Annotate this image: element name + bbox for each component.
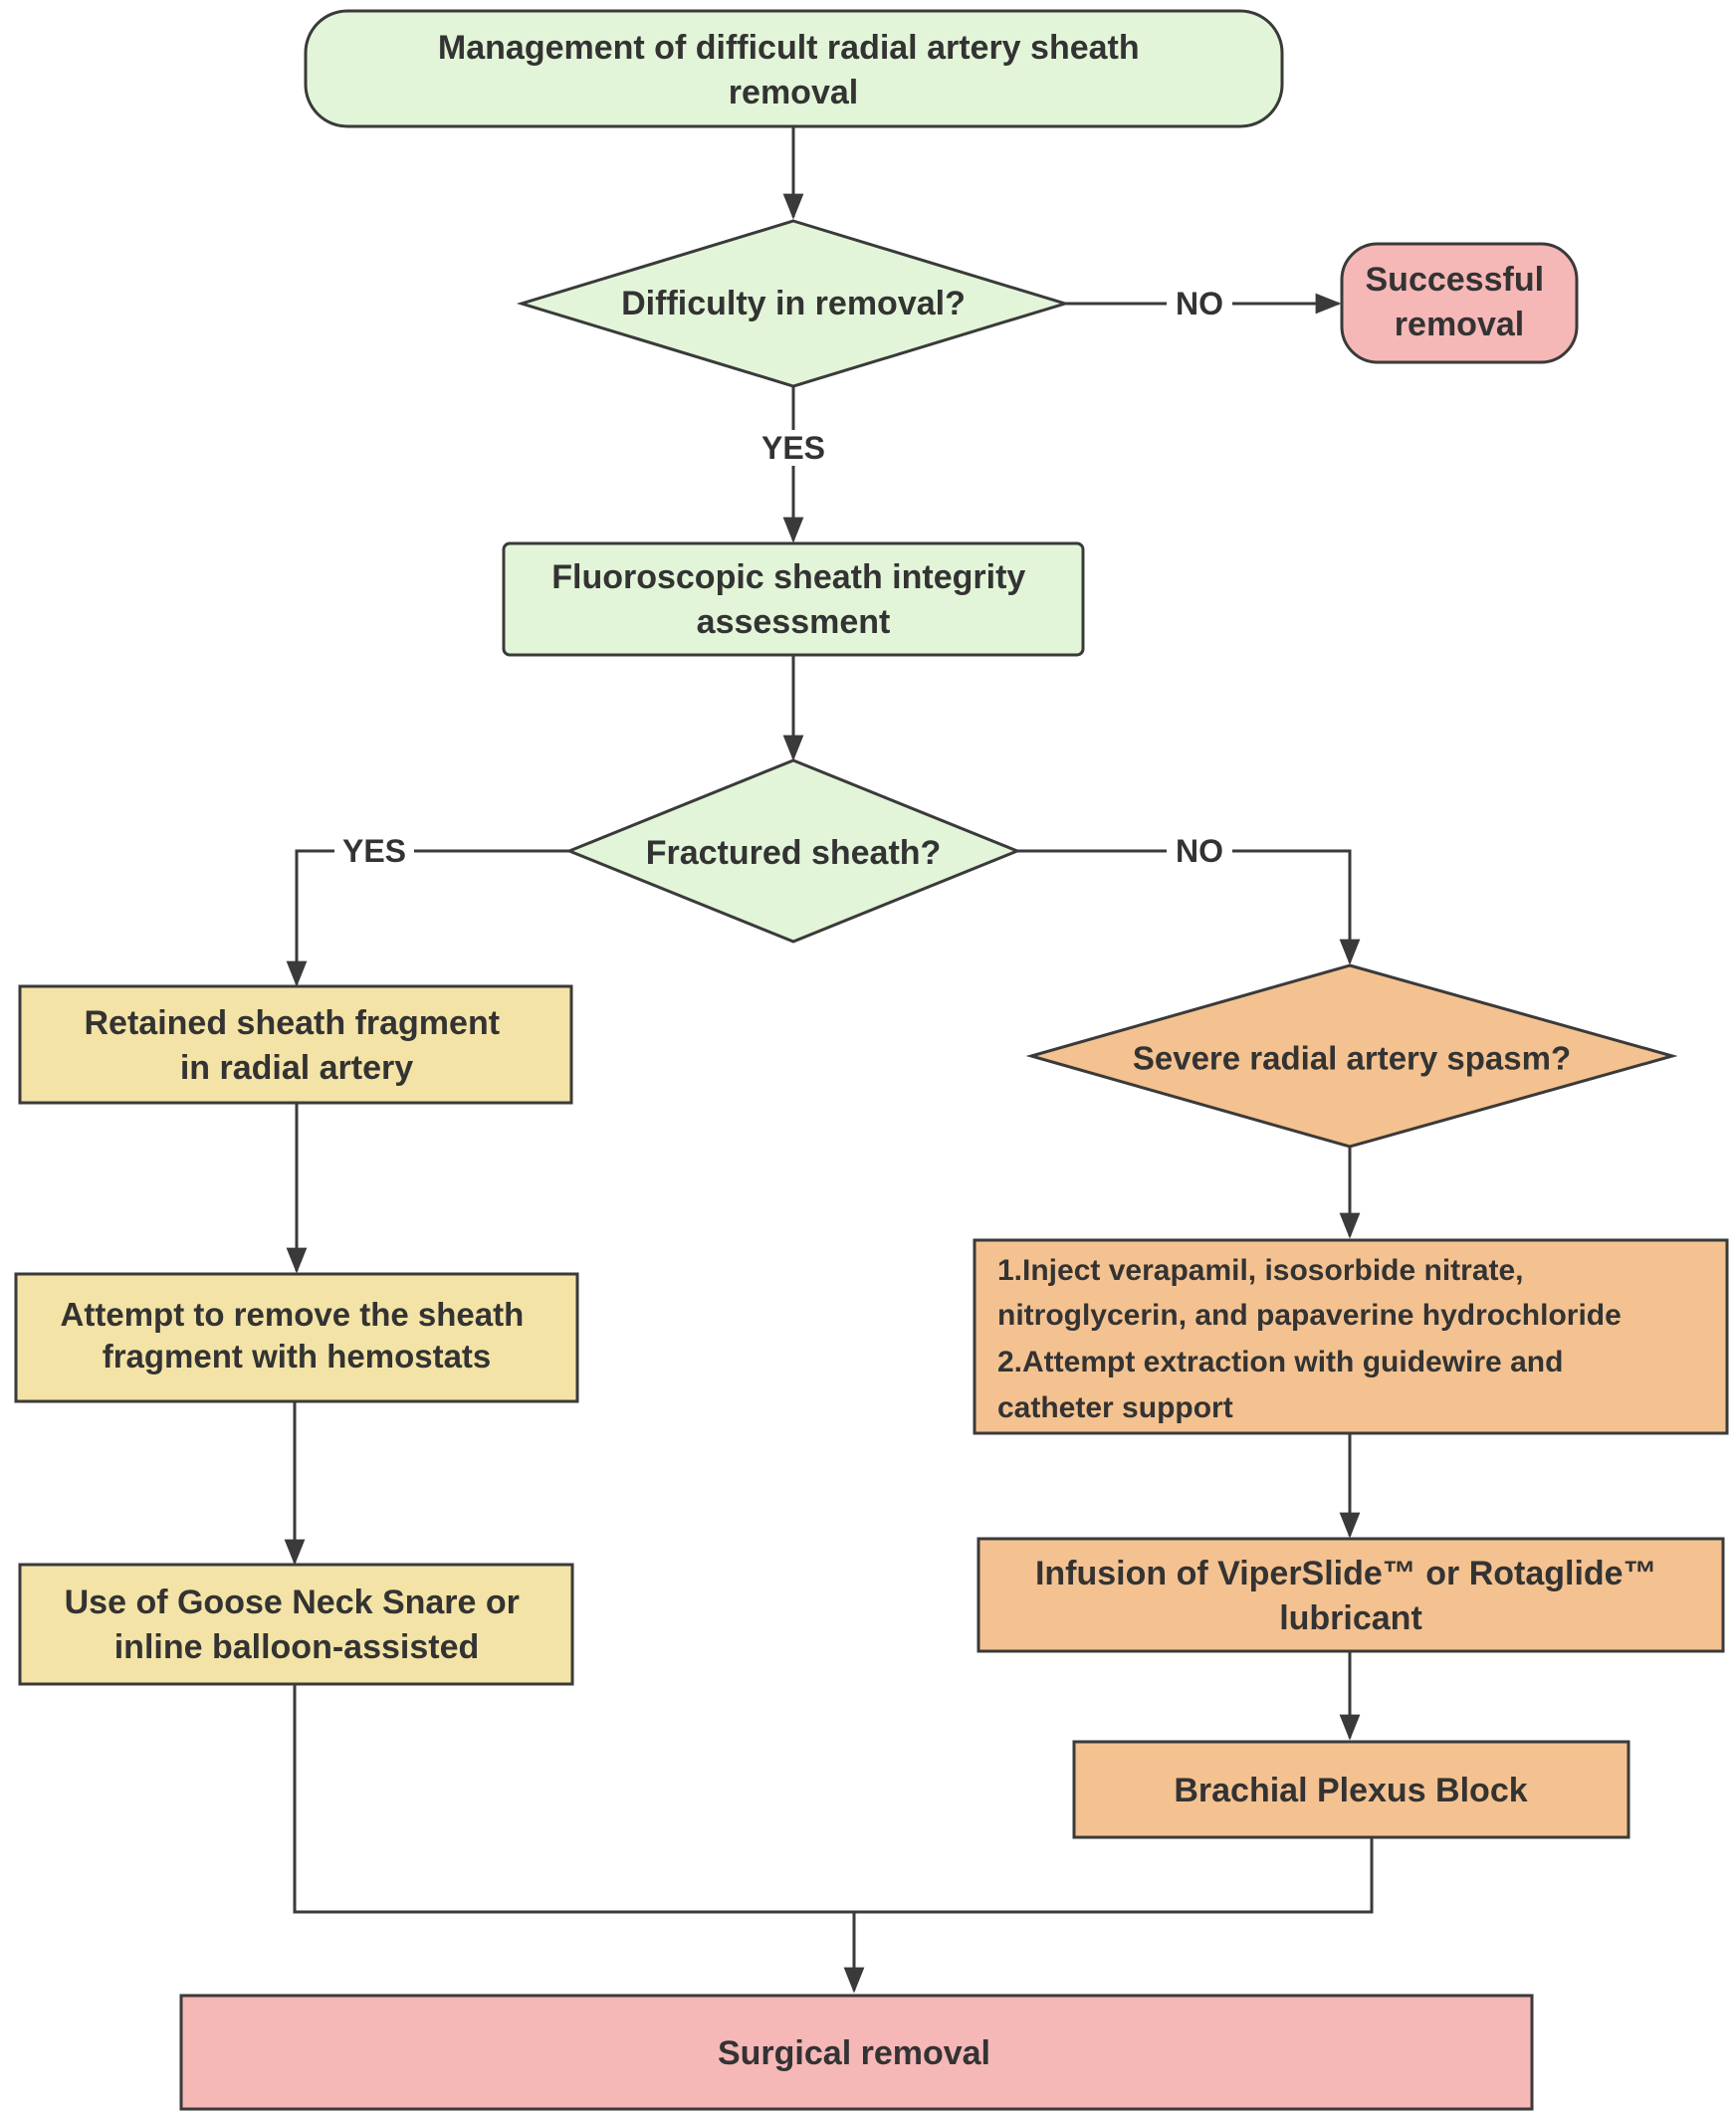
node-retained: Retained sheath fragment in radial arter… — [18, 984, 573, 1105]
start-line-2: removal — [729, 74, 858, 111]
svg-text:Retained sheath fragment: Retained sheath fragment in radial arter… — [85, 1004, 510, 1087]
decision-difficulty: Difficulty in removal? — [516, 219, 1071, 388]
decision-difficulty-text: Difficulty in removal? — [621, 285, 966, 322]
label-fractured-yes: YES — [342, 833, 406, 869]
retained-line-1: Retained sheath fragment — [85, 1004, 501, 1042]
snare-line-2: inline balloon-assisted — [114, 1628, 480, 1666]
svg-text:Management of difficult radial: Management of difficult radial artery sh… — [438, 29, 1149, 111]
start-line-1: Management of difficult radial artery sh… — [438, 29, 1140, 67]
decision-fractured: Fractured sheath? — [564, 758, 1022, 944]
node-infusion: Infusion of ViperSlide™ or Rotaglide™ lu… — [976, 1537, 1725, 1653]
infusion-line-2: lubricant — [1279, 1599, 1422, 1637]
success-line-1: Successful — [1366, 261, 1545, 299]
connectors — [284, 126, 1374, 1994]
inject-line-4: catheter support — [997, 1391, 1233, 1424]
edge-labels: NO YES YES NO — [334, 286, 1232, 869]
node-success: Successful removal — [1340, 242, 1579, 364]
node-start: Management of difficult radial artery sh… — [304, 9, 1284, 128]
svg-text:Fluoroscopic sheath integrity: Fluoroscopic sheath integrity assessment — [551, 558, 1035, 641]
decision-spasm-text: Severe radial artery spasm? — [1133, 1040, 1571, 1077]
svg-text:Attempt to remove the sheath: Attempt to remove the sheath fragment wi… — [61, 1296, 534, 1374]
svg-text:Infusion of ViperSlide™ or Rot: Infusion of ViperSlide™ or Rotaglide™ lu… — [1035, 1555, 1666, 1637]
svg-text:Use of Goose Neck Snare or: Use of Goose Neck Snare or inline balloo… — [65, 1584, 530, 1666]
node-inject: 1.Inject verapamil, isosorbide nitrate, … — [973, 1238, 1729, 1435]
node-hemostats: Attempt to remove the sheath fragment wi… — [14, 1272, 579, 1403]
infusion-line-1: Infusion of ViperSlide™ or Rotaglide™ — [1035, 1555, 1657, 1592]
svg-text:Successful removal: Successful removal — [1366, 261, 1554, 343]
inject-line-2: nitroglycerin, and papaverine hydrochlor… — [997, 1299, 1622, 1332]
label-difficulty-no: NO — [1176, 286, 1223, 321]
snare-line-1: Use of Goose Neck Snare or — [65, 1584, 520, 1621]
retained-line-2: in radial artery — [180, 1049, 413, 1087]
node-surgical: Surgical removal — [179, 1994, 1534, 2111]
node-fluoro: Fluoroscopic sheath integrity assessment — [502, 541, 1085, 657]
edge-fractured-yes — [286, 849, 569, 987]
inject-line-1: 1.Inject verapamil, isosorbide nitrate, — [997, 1254, 1524, 1287]
fluoro-line-2: assessment — [697, 603, 891, 641]
decision-spasm: Severe radial artery spasm? — [1025, 963, 1678, 1149]
surgical-text: Surgical removal — [718, 2034, 990, 2072]
fluoro-line-1: Fluoroscopic sheath integrity — [551, 558, 1025, 596]
label-fractured-no: NO — [1176, 833, 1223, 869]
success-line-2: removal — [1395, 306, 1524, 343]
brachial-text: Brachial Plexus Block — [1174, 1772, 1527, 1809]
svg-text:1.Inject verapamil, isosorbide: 1.Inject verapamil, isosorbide nitrate, … — [997, 1254, 1629, 1424]
label-difficulty-yes: YES — [761, 430, 825, 466]
edge-fractured-no — [1017, 849, 1361, 965]
decision-fractured-text: Fractured sheath? — [646, 834, 942, 872]
edge-snare-to-merge — [293, 1684, 1374, 1914]
inject-line-3: 2.Attempt extraction with guidewire and — [997, 1346, 1563, 1378]
hemostats-line-1: Attempt to remove the sheath — [61, 1296, 525, 1333]
hemostats-line-2: fragment with hemostats — [103, 1338, 492, 1374]
node-snare: Use of Goose Neck Snare or inline balloo… — [18, 1563, 574, 1686]
node-brachial: Brachial Plexus Block — [1072, 1740, 1630, 1839]
